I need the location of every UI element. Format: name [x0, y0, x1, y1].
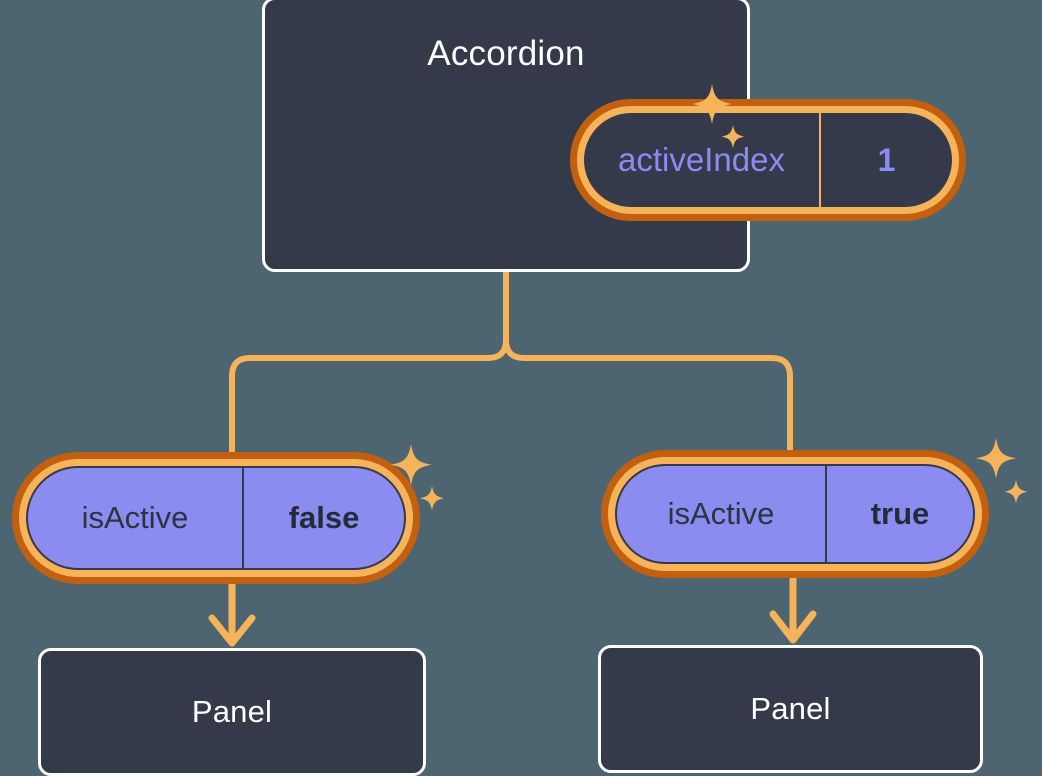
- prop-pill-isactive-false[interactable]: isActive false: [12, 452, 420, 584]
- prop-value-label: true: [870, 496, 930, 531]
- pill-body: activeIndex 1: [584, 113, 952, 207]
- state-value-label: 1: [877, 141, 896, 178]
- arrow-head-icon: [208, 614, 256, 647]
- pill-inner-ring: isActive false: [19, 459, 413, 577]
- prop-value-label: false: [288, 500, 360, 535]
- connector-tree-branch: [503, 269, 793, 455]
- panel-card-right[interactable]: Panel: [598, 645, 983, 773]
- sparkle-icon: [688, 80, 750, 160]
- pill-body: isActive false: [26, 466, 406, 570]
- panel-card-left[interactable]: Panel: [38, 648, 426, 776]
- connector-tree-branch: [229, 269, 509, 455]
- pill-inner-ring: activeIndex 1: [577, 106, 959, 214]
- accordion-component-card[interactable]: Accordion activeIndex 1: [262, 0, 966, 272]
- arrow-head-icon: [769, 610, 817, 644]
- state-key-label: activeIndex: [584, 113, 821, 207]
- accordion-title: Accordion: [427, 34, 585, 73]
- panel-title: Panel: [750, 691, 831, 726]
- prop-key-label: isActive: [617, 466, 827, 562]
- pill-body: isActive true: [615, 464, 975, 564]
- panel-title: Panel: [191, 694, 273, 729]
- sparkle-icon: [972, 434, 1032, 518]
- prop-key-label: isActive: [28, 468, 244, 568]
- pill-inner-ring: isActive true: [608, 457, 982, 571]
- sparkle-icon: [386, 438, 448, 524]
- state-pill-activeindex[interactable]: activeIndex 1: [570, 99, 966, 221]
- prop-pill-isactive-true[interactable]: isActive true: [601, 450, 989, 578]
